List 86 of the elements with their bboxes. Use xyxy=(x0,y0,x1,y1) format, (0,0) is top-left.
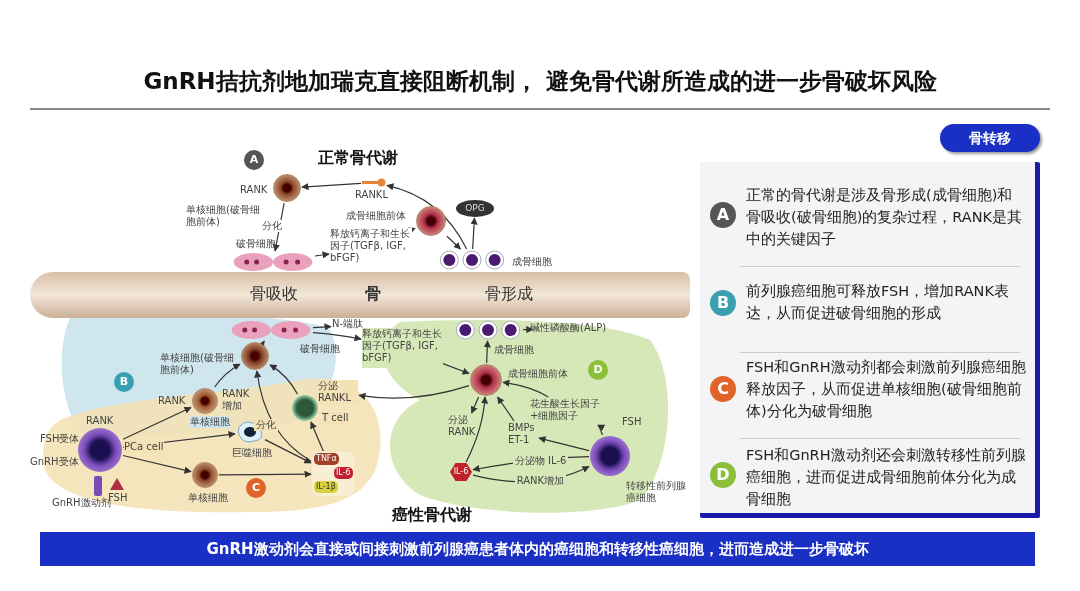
arrow xyxy=(301,182,362,191)
cell-label: 单核细胞(破骨细胞前体) xyxy=(160,352,235,376)
arrow xyxy=(358,385,470,400)
osteoclast-icon xyxy=(232,252,314,272)
slide-title: GnRH拮抗剂地加瑞克直接阻断机制， 避免骨代谢所造成的进一步骨破坏风险 xyxy=(142,67,938,96)
info-card xyxy=(700,162,1040,518)
arrow xyxy=(218,470,312,478)
osteoblast-icon xyxy=(438,250,506,270)
edge-label: 分化 xyxy=(259,220,284,232)
letter-badge: C xyxy=(710,376,736,402)
caption-banner: GnRH激动剂会直接或间接刺激前列腺癌患者体内的癌细胞和转移性癌细胞，进而造成进一步骨破坏 xyxy=(40,532,1035,566)
description-text: 正常的骨代谢是涉及骨形成(成骨细胞)和骨吸收(破骨细胞)的复杂过程，RANK是其中的关键因子 xyxy=(746,186,1024,249)
arrow xyxy=(122,406,192,440)
cytokine-label: IL-6 xyxy=(334,467,353,479)
cell-label: RANK 增加 xyxy=(222,388,251,412)
edge-label: 分化 xyxy=(254,419,279,432)
pathway-text: BMPs ET-1 xyxy=(508,422,538,446)
arrow xyxy=(254,370,312,462)
receptor-agonist-icon xyxy=(94,476,102,496)
cell-label: RANK xyxy=(240,184,268,196)
section-heading: 癌性骨代谢 xyxy=(392,505,472,525)
cell-label: 单核细胞 xyxy=(188,492,228,504)
arrow xyxy=(312,331,362,342)
arrow xyxy=(465,396,489,463)
cell-label: RANKL xyxy=(355,189,388,201)
cell-icon xyxy=(273,174,301,202)
cell-label: PCa cell xyxy=(124,441,164,453)
arrow xyxy=(446,235,462,250)
cell-label: RANK xyxy=(86,415,114,427)
description-text: FSH和GnRH激动剂都会刺激前列腺癌细胞释放因子，从而促进单核细胞(破骨细胞前体)分化为破骨细胞 xyxy=(746,358,1026,421)
cell-label: 单核细胞 xyxy=(190,416,230,428)
letter-badge: D xyxy=(710,462,736,488)
cell-label: T cell xyxy=(322,412,349,424)
arrow xyxy=(538,436,590,452)
pathway-text: 分泌 RANKL xyxy=(318,380,358,404)
description-text: FSH和GnRH激动剂还会刺激转移性前列腺癌细胞，进而促进成骨细胞前体分化为成骨细胞 xyxy=(746,446,1026,509)
arrow xyxy=(122,454,192,474)
bone-label: 骨形成 xyxy=(485,284,533,304)
pathway-text: 碱性磷酸酶(ALP) xyxy=(530,322,625,336)
letter-badge: A xyxy=(710,202,736,228)
cell-label: 成骨细胞前体 xyxy=(346,210,406,222)
arrow xyxy=(312,323,332,331)
cytokine-group xyxy=(312,452,354,496)
cell-label: 成骨细胞前体 xyxy=(508,368,568,380)
bone-label: 骨吸收 xyxy=(250,284,298,304)
marker-badge: A xyxy=(244,150,264,170)
osteoblast-icon xyxy=(454,320,522,340)
bone-band xyxy=(30,272,690,318)
arrow xyxy=(310,421,324,452)
arrow xyxy=(483,340,491,364)
arrow xyxy=(522,325,534,334)
cell-label: 巨噬细胞 xyxy=(232,447,272,459)
arrow xyxy=(442,363,470,375)
arrow xyxy=(214,363,241,388)
cell-icon xyxy=(416,206,446,236)
cell-label: 成骨细胞 xyxy=(512,256,552,268)
pathway-text: 释放钙离子和生长因子(TGFβ, IGF, bFGF) xyxy=(362,328,442,368)
arrow xyxy=(502,379,549,398)
cytokine-label: TNFα xyxy=(314,453,339,465)
section-heading: 正常骨代谢 xyxy=(318,148,398,168)
arrow xyxy=(497,396,515,422)
pathway-text: 分泌 RANK xyxy=(448,414,484,438)
letter-badge: B xyxy=(710,290,736,316)
protein-badge: OPG xyxy=(456,200,494,217)
description-text: 前列腺癌细胞可释放FSH，增加RANK表达，从而促进破骨细胞的形成 xyxy=(746,282,1010,323)
arrow xyxy=(269,364,299,395)
cell-label: 转移性前列腺癌细胞 xyxy=(626,480,686,504)
ligand-icon xyxy=(362,178,386,187)
osteoclast-icon xyxy=(230,320,312,340)
cell-label: 成骨细胞 xyxy=(494,344,534,356)
cell-label: RANK xyxy=(158,395,186,407)
edge-label: RANK增加 xyxy=(514,475,567,488)
cell-label: FSH受体 xyxy=(40,433,80,445)
cytokine-label: IL-1β xyxy=(314,481,338,493)
arrow xyxy=(470,396,480,414)
bone-label: 骨 xyxy=(365,284,381,304)
arrow xyxy=(597,424,606,436)
cell-label: GnRH受体 xyxy=(30,456,79,468)
arrow xyxy=(264,439,312,464)
cell-label: FSH xyxy=(622,416,642,428)
arrow xyxy=(314,251,330,259)
cell-label: 破骨细胞 xyxy=(300,343,340,355)
section-tag: 骨转移 xyxy=(940,124,1040,152)
cell-label: 单核细胞(破骨细胞前体) xyxy=(186,204,261,228)
cell-label: 破骨细胞 xyxy=(236,238,276,250)
arrow xyxy=(470,217,478,250)
